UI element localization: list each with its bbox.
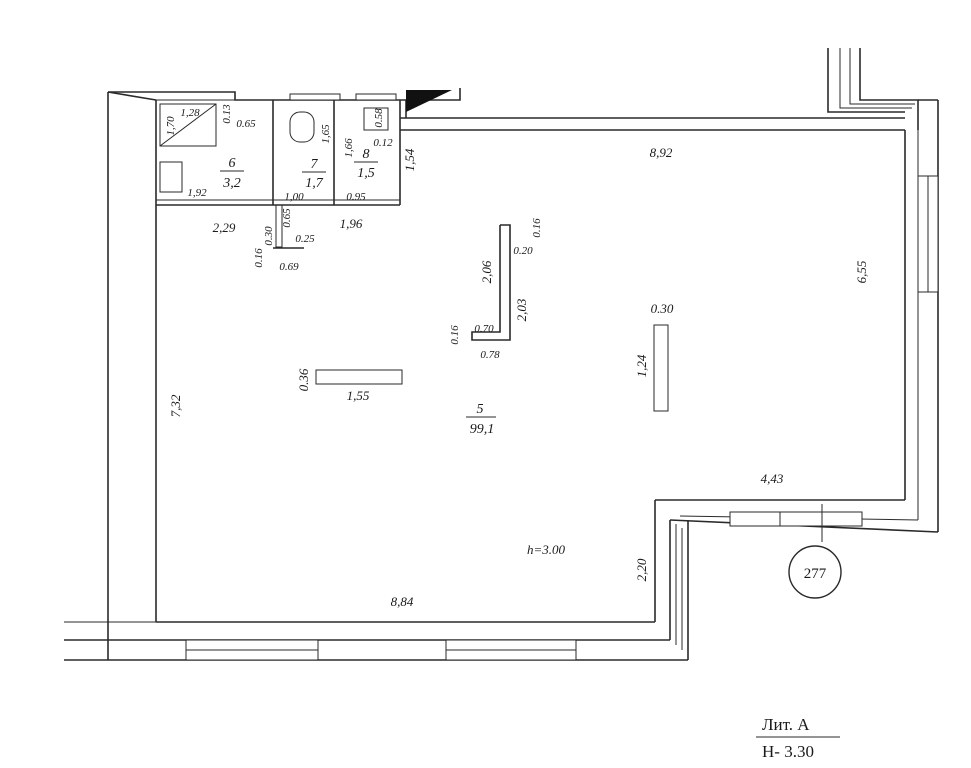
apartment-marker: 277 — [788, 504, 842, 599]
partition-wall — [471, 224, 511, 341]
dim-wall-e: 0.16 — [449, 325, 461, 345]
room-labels: 5 99,1 6 3,2 7 1,7 8 1,5 — [220, 147, 496, 437]
dim-wall-g: 0.78 — [480, 349, 500, 361]
dim-step-v: 2,20 — [634, 558, 649, 581]
dim-left: 7,32 — [168, 394, 183, 417]
room-wc1-area: 1,7 — [305, 176, 324, 191]
dim-stub-d: 0.16 — [253, 248, 265, 268]
dim-bath-niche: 0.65 — [236, 118, 256, 130]
height-note: Н- 3.30 — [762, 742, 814, 761]
dim-duct-h: 1,54 — [402, 148, 417, 171]
dim-wall-c: 0.16 — [531, 218, 543, 238]
wet-rooms — [156, 90, 452, 249]
dim-bath-h: 1,70 — [165, 116, 177, 136]
dim-wc2-top: 0.58 — [373, 108, 385, 128]
dim-bottom: 8,84 — [391, 594, 414, 609]
lit-label: Лит. А — [762, 715, 810, 734]
dim-wc1-w: 1,00 — [284, 191, 304, 203]
room-main-number: 5 — [477, 402, 484, 417]
internal-walls — [315, 224, 669, 412]
dim-col2-h: 1,24 — [634, 354, 649, 377]
dim-wall-d: 0.20 — [513, 245, 533, 257]
dimensions: 8,92 6,55 7,32 8,84 4,43 2,20 1,55 0.36 … — [165, 104, 869, 609]
dim-wc2-out: 1,96 — [340, 216, 363, 231]
room-bath-number: 6 — [229, 156, 236, 171]
dim-top: 8,92 — [650, 145, 673, 160]
ceiling-height: h=3.00 — [527, 542, 566, 557]
dim-bath-out: 2,29 — [213, 220, 236, 235]
windows — [185, 93, 939, 661]
dim-stub-c: 0.25 — [295, 233, 315, 245]
room-bath-area: 3,2 — [222, 176, 241, 191]
dim-bath-top: 0.13 — [221, 104, 233, 124]
column-1 — [315, 369, 403, 385]
room-wc2-area: 1,5 — [357, 166, 375, 181]
dim-stub-b: 0.30 — [263, 226, 275, 246]
room-wc1-number: 7 — [311, 157, 319, 172]
room-main-area: 99,1 — [470, 422, 495, 437]
dim-stub-a: 0.65 — [281, 208, 293, 228]
room-wc2-number: 8 — [363, 147, 370, 162]
dim-col1-h: 0.36 — [296, 368, 311, 391]
dim-wall-b: 2,03 — [514, 298, 529, 321]
dim-bath-len: 1,92 — [187, 187, 207, 199]
dim-stub-e: 0.69 — [279, 261, 299, 273]
dim-wc2-h: 1,66 — [343, 138, 355, 158]
column-2 — [653, 324, 669, 412]
dim-col1-w: 1,55 — [347, 388, 370, 403]
dim-wc2-gap: 0.12 — [373, 137, 393, 149]
dim-wall-a: 2,06 — [479, 260, 494, 283]
outer-walls — [64, 48, 939, 661]
dim-bath-w: 1,28 — [180, 107, 200, 119]
dim-wall-f: 0.70 — [474, 323, 494, 335]
dim-wc1-h: 1,65 — [320, 124, 332, 144]
dim-step-h: 4,43 — [761, 471, 784, 486]
dim-wc2-w: 0.95 — [346, 191, 366, 203]
apartment-number: 277 — [804, 566, 827, 582]
dim-right: 6,55 — [854, 260, 869, 283]
title-block: Лит. А Н- 3.30 — [756, 715, 840, 761]
dim-col2-w: 0.30 — [651, 301, 674, 316]
